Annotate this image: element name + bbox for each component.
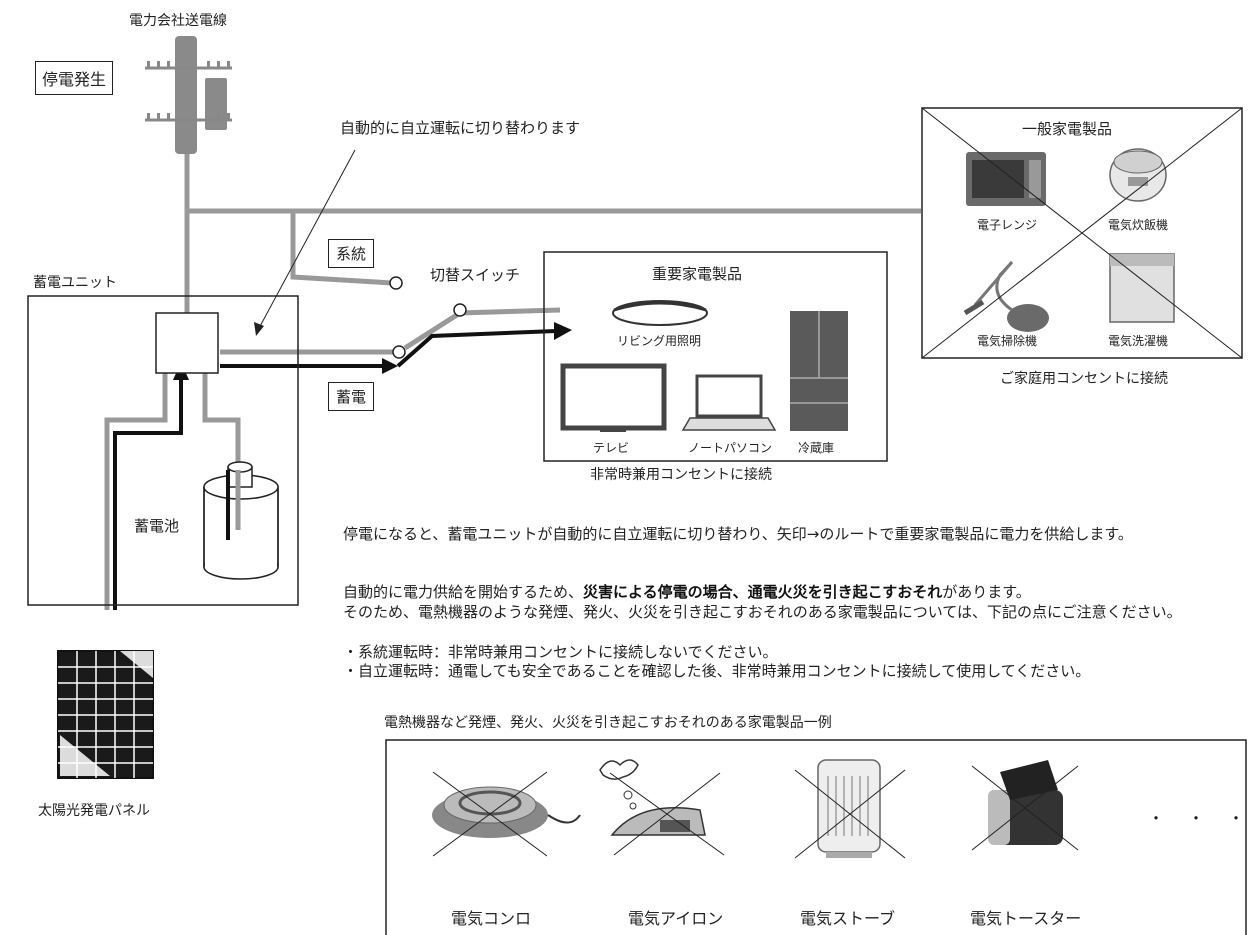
heating-examples-box	[385, 739, 1247, 935]
electric-toaster-icon	[988, 760, 1063, 845]
solar-panel-icon	[57, 650, 154, 779]
heating-examples-title: 電熱機器など発煙、発火、火災を引き起こすおそれのある家電製品一例	[384, 715, 832, 731]
charge-label: 蓄電	[328, 382, 375, 411]
laptop-icon	[681, 374, 777, 431]
power-line-label: 電力会社送電線	[129, 13, 227, 29]
example-label-toaster: 電気トースター	[970, 909, 1082, 928]
utility-pole-icon	[145, 36, 232, 154]
description-bullet-1: ・系統運転時：非常時兼用コンセントに接続しないでください。	[343, 643, 778, 661]
electric-heater-icon	[817, 759, 881, 858]
appliance-label-rice-cooker: 電気炊飯機	[1108, 218, 1169, 232]
warning-emphasis: 災害による停電の場合、通電火災を引き起こすおそれ	[583, 583, 943, 601]
rice-cooker-icon	[1109, 148, 1167, 202]
description-paragraph-3: そのため、電熱機器のような発煙、発火、火災を引き起こすおそれのある家電製品につい…	[343, 603, 1182, 621]
outage-badge: 停電発生	[35, 61, 114, 95]
storage-unit-label: 蓄電ユニット	[33, 275, 117, 291]
electric-stove-icon	[432, 786, 581, 838]
description-paragraph-1: 停電になると、蓄電ユニットが自動的に自立運転に切り替わり、矢印→のルートで重要家…	[343, 525, 1133, 543]
ellipsis: ・ ・ ・	[1148, 809, 1249, 828]
appliance-label-tv: テレビ	[593, 441, 630, 455]
vacuum-cleaner-icon	[963, 260, 1049, 332]
ceiling-light-icon	[612, 300, 708, 326]
general-appliances-caption: ご家庭用コンセントに接続	[1000, 371, 1168, 387]
appliance-label-fridge: 冷蔵庫	[798, 441, 835, 455]
auto-switch-label: 自動的に自立運転に切り替わります	[340, 119, 581, 137]
solar-panel-label: 太陽光発電パネル	[38, 803, 150, 819]
description-paragraph-2: 自動的に電力供給を開始するため、災害による停電の場合、通電火災を引き起こすおそれ…	[343, 583, 1031, 601]
washing-machine-icon	[1109, 253, 1175, 323]
description-bullet-2: ・自立運転時：通電しても安全であることを確認した後、非常時兼用コンセントに接続し…	[343, 662, 1091, 680]
electric-iron-icon	[599, 759, 706, 836]
example-label-iron: 電気アイロン	[628, 909, 724, 928]
general-appliances-title: 一般家電製品	[1022, 120, 1113, 138]
tv-icon	[560, 363, 667, 432]
appliance-label-light: リビング用照明	[617, 334, 702, 348]
storage-unit-box	[27, 295, 299, 606]
important-appliances-title: 重要家電製品	[652, 265, 743, 283]
battery-label: 蓄電池	[134, 517, 180, 535]
important-appliances-caption: 非常時兼用コンセントに接続	[590, 467, 772, 483]
controller-box	[155, 312, 219, 374]
example-label-heater: 電気ストーブ	[800, 909, 896, 928]
grid-label: 系統	[328, 239, 375, 268]
important-appliances-box	[543, 251, 888, 462]
battery-icon	[203, 461, 279, 580]
microwave-icon	[966, 152, 1046, 206]
appliance-label-microwave: 電子レンジ	[977, 218, 1038, 232]
switch-label: 切替スイッチ	[430, 266, 521, 284]
general-appliances-box	[921, 107, 1243, 359]
appliance-label-washer: 電気洗濯機	[1108, 334, 1169, 348]
appliance-label-laptop: ノートパソコン	[688, 441, 773, 455]
refrigerator-icon	[790, 311, 848, 431]
example-label-stove: 電気コンロ	[451, 909, 532, 928]
appliance-label-vacuum: 電気掃除機	[977, 334, 1038, 348]
switch-contacts	[389, 276, 467, 359]
